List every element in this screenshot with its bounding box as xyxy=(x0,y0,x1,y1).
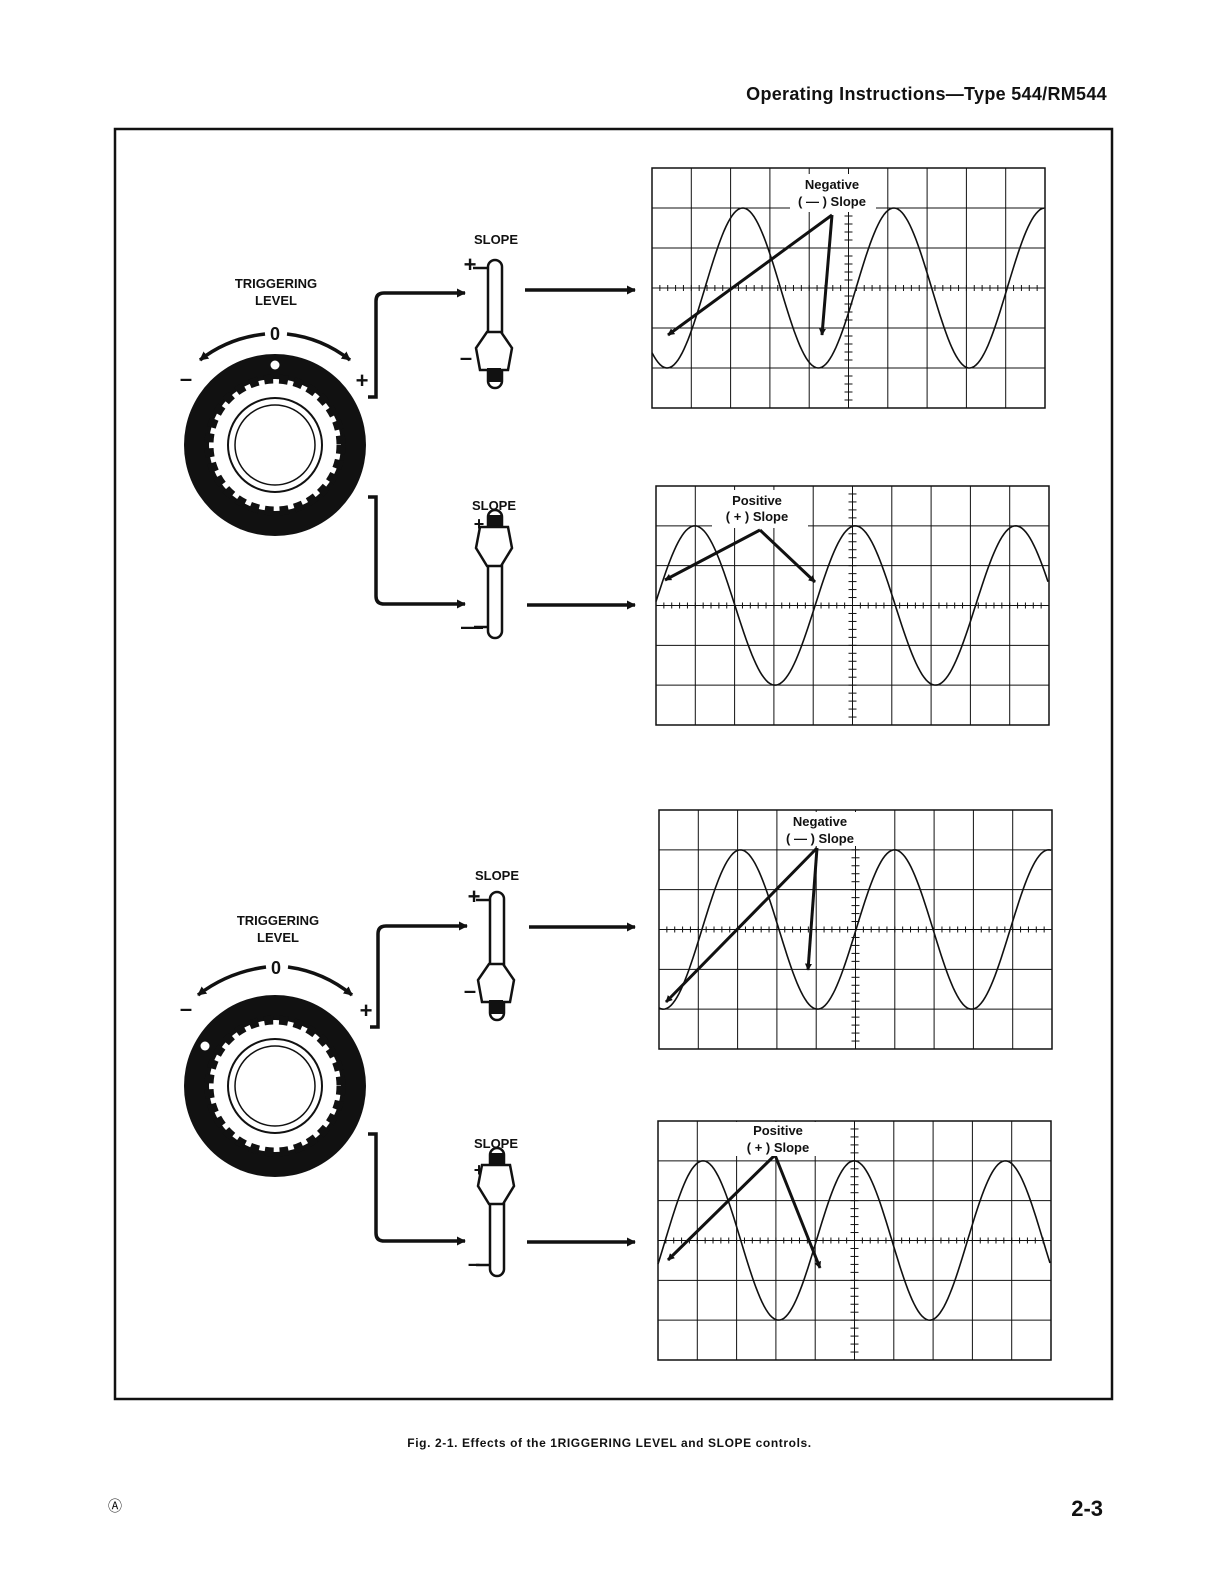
scope-label-line1: Positive xyxy=(753,1123,803,1138)
scope-label-line2: ( + ) Slope xyxy=(726,509,788,524)
level-knob[interactable] xyxy=(184,354,366,536)
slope-minus-mark: – xyxy=(460,345,472,370)
knob-pointer-dot xyxy=(201,1042,210,1051)
level-zero-mark: 0 xyxy=(270,324,280,344)
slope-plus-mark: + xyxy=(464,252,477,277)
scope-label-line1: Negative xyxy=(805,177,859,192)
level-plus-mark: + xyxy=(356,368,369,393)
level-arrow-right xyxy=(287,334,350,360)
level-minus-mark: – xyxy=(180,366,192,391)
slope-switch[interactable] xyxy=(476,892,514,1020)
branch-bracket-upper xyxy=(368,293,465,397)
triggering-level-label-line2: LEVEL xyxy=(257,930,299,945)
level-zero-mark: 0 xyxy=(271,958,281,978)
level-plus-mark: + xyxy=(360,998,373,1023)
triggering-level-label-line2: LEVEL xyxy=(255,293,297,308)
slope-plus-mark: + xyxy=(468,884,481,909)
branch-bracket-lower xyxy=(368,497,465,604)
slope-label: SLOPE xyxy=(475,868,519,883)
figure-caption: Fig. 2-1. Effects of the 1RIGGERING LEVE… xyxy=(0,1436,1219,1450)
level-knob[interactable] xyxy=(184,995,366,1177)
scope-label-line1: Negative xyxy=(793,814,847,829)
slope-label: SLOPE xyxy=(474,232,518,247)
scope-label-line2: ( + ) Slope xyxy=(747,1140,809,1155)
scope-label-line2: ( — ) Slope xyxy=(798,194,866,209)
page-number: 2-3 xyxy=(1071,1496,1103,1522)
level-arrow-right xyxy=(288,967,352,995)
scope-label-line1: Positive xyxy=(732,493,782,508)
level-minus-mark: – xyxy=(180,996,192,1021)
branch-bracket-lower xyxy=(368,1134,465,1241)
knob-pointer-dot xyxy=(271,361,280,370)
panel-1: TRIGGERING LEVEL 0 – + SLOPE + – SLOPE xyxy=(180,232,635,639)
scope-label-line2: ( — ) Slope xyxy=(786,831,854,846)
slope-minus-mark: – xyxy=(464,978,476,1003)
level-arrow-left xyxy=(200,334,265,360)
branch-bracket-upper xyxy=(370,926,467,1027)
triggering-level-label: TRIGGERING xyxy=(235,276,317,291)
triggering-level-label: TRIGGERING xyxy=(237,913,319,928)
slope-switch[interactable] xyxy=(476,1148,514,1276)
scope-display-4 xyxy=(658,1121,1051,1360)
level-arrow-left xyxy=(198,967,266,995)
edition-mark: Ⓐ xyxy=(108,1496,122,1516)
slope-minus-mark: – xyxy=(468,1251,480,1276)
panel-2: TRIGGERING LEVEL 0 – + SLOPE + – SLOPE xyxy=(180,868,635,1276)
slope-switch[interactable] xyxy=(473,260,512,388)
